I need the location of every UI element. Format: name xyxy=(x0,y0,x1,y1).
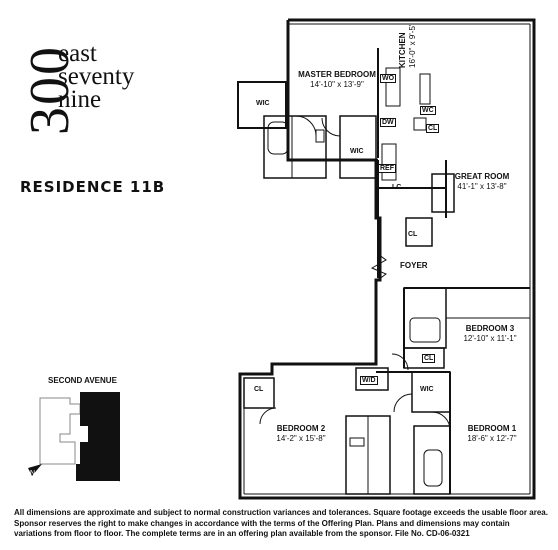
logo-line-east: east xyxy=(58,40,97,67)
room-bedroom-3-name: BEDROOM 3 xyxy=(465,324,515,333)
logo-wordmark: east seventy nine xyxy=(58,40,135,113)
room-bedroom-2-name: BEDROOM 2 xyxy=(276,424,326,433)
room-bedroom-3: BEDROOM 3 12'-10" x 11'-1" xyxy=(450,324,530,344)
room-master-bedroom-dim: 14'-10" x 13'-9" xyxy=(310,80,364,89)
label-washer-dryer: W/D xyxy=(360,376,378,385)
svg-text:N: N xyxy=(30,470,35,477)
label-linen-closet: LC xyxy=(392,184,402,191)
residence-title: RESIDENCE 11B xyxy=(20,178,166,196)
label-wic-bedroom-1: WIC xyxy=(420,386,434,393)
label-wall-oven: WO xyxy=(380,74,397,83)
room-foyer-name: FOYER xyxy=(400,261,428,270)
label-wic-master-left: WIC xyxy=(256,100,270,107)
room-great-room: GREAT ROOM 41'-1" x 13'-8" xyxy=(442,172,522,192)
room-great-room-dim: 41'-1" x 13'-8" xyxy=(457,182,507,191)
room-kitchen-dim: 16'-0" x 9'-5" xyxy=(408,23,417,68)
floor-plan-walls xyxy=(237,18,536,500)
room-bedroom-1: BEDROOM 1 18'-6" x 12'-7" xyxy=(454,424,530,444)
key-map-drawing: N xyxy=(28,392,120,481)
room-kitchen-name: KITCHEN xyxy=(398,32,407,68)
logo-line-seventy: seventy xyxy=(58,63,135,90)
room-bedroom-1-dim: 18'-6" x 12'-7" xyxy=(467,434,517,443)
room-master-bedroom: MASTER BEDROOM 14'-10" x 13'-9" xyxy=(292,70,382,90)
floor-plan: MASTER BEDROOM 14'-10" x 13'-9" KITCHEN … xyxy=(236,18,540,500)
room-great-room-name: GREAT ROOM xyxy=(454,172,510,181)
room-bedroom-3-dim: 12'-10" x 11'-1" xyxy=(463,334,517,343)
room-foyer: FOYER xyxy=(400,261,428,271)
label-wine-cooler: WC xyxy=(420,106,436,115)
room-bedroom-1-name: BEDROOM 1 xyxy=(467,424,517,433)
label-closet-bedroom-2: CL xyxy=(254,386,264,393)
label-closet-kitchen: CL xyxy=(426,124,440,133)
room-bedroom-2: BEDROOM 2 14'-2" x 15'-8" xyxy=(256,424,346,444)
room-bedroom-2-dim: 14'-2" x 15'-8" xyxy=(276,434,326,443)
street-label-second-avenue: SECOND AVENUE xyxy=(48,376,117,385)
street-label-79th-street: 79TH STREET xyxy=(112,428,121,482)
logo-number: 300 xyxy=(8,18,81,138)
disclaimer-text: All dimensions are approximate and subje… xyxy=(14,508,548,538)
room-kitchen: KITCHEN 16'-0" x 9'-5" xyxy=(398,23,418,68)
room-master-bedroom-name: MASTER BEDROOM xyxy=(298,70,376,79)
label-refrigerator: REF xyxy=(378,164,396,173)
label-closet-bedroom-3: CL xyxy=(422,354,436,363)
label-closet-foyer: CL xyxy=(408,231,418,238)
key-map: SECOND AVENUE N 79TH STREET xyxy=(20,376,160,486)
label-wic-master: WIC xyxy=(350,148,364,155)
label-dishwasher: DW xyxy=(380,118,396,127)
logo-line-nine: nine xyxy=(58,86,102,113)
